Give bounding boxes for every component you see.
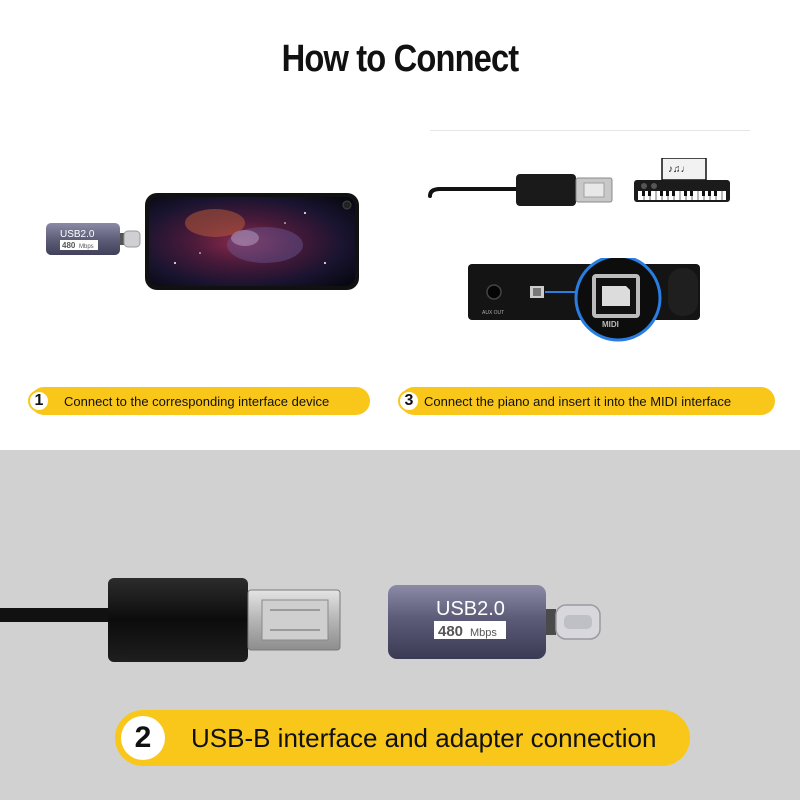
aux-out-label: AUX OUT (482, 310, 504, 316)
step-1-label: 1 Connect to the corresponding interface… (28, 387, 370, 415)
usb-c-adapter-image: USB2.0 480 Mbps (46, 223, 141, 255)
step-3-number: 3 (398, 390, 420, 412)
keyboard-piano-image: ♪♫♩ (634, 158, 730, 202)
step-1-text: Connect to the corresponding interface d… (64, 393, 330, 409)
step-2-number: 2 (121, 716, 165, 760)
page-title: How to Connect (281, 38, 520, 80)
svg-text:♪♫♩: ♪♫♩ (668, 164, 691, 175)
adapter-big-line1: USB2.0 (436, 598, 505, 620)
step-2-text: USB-B interface and adapter connection (191, 722, 657, 753)
adapter-big-line3: Mbps (470, 627, 497, 639)
usb-b-cable-large-image (0, 578, 341, 662)
step-2-label: 2 USB-B interface and adapter connection (115, 710, 690, 766)
usb-c-adapter-large-image: USB2.0 480 Mbps (388, 585, 601, 659)
adapter-big-line2: 480 (438, 623, 463, 640)
step-1-number: 1 (28, 390, 50, 412)
step-3-label: 3 Connect the piano and insert it into t… (398, 387, 775, 415)
adapter-small-line1: USB2.0 (60, 229, 95, 240)
midi-port-device-image: AUX OUT MIDI (468, 258, 700, 342)
usb-b-cable-image (428, 174, 613, 206)
midi-label: MIDI (602, 320, 619, 329)
divider-line (430, 130, 750, 131)
adapter-small-line3: Mbps (79, 244, 94, 250)
step-3-text: Connect the piano and insert it into the… (424, 393, 732, 409)
smartphone-image (145, 193, 359, 290)
adapter-small-line2: 480 (62, 241, 76, 250)
